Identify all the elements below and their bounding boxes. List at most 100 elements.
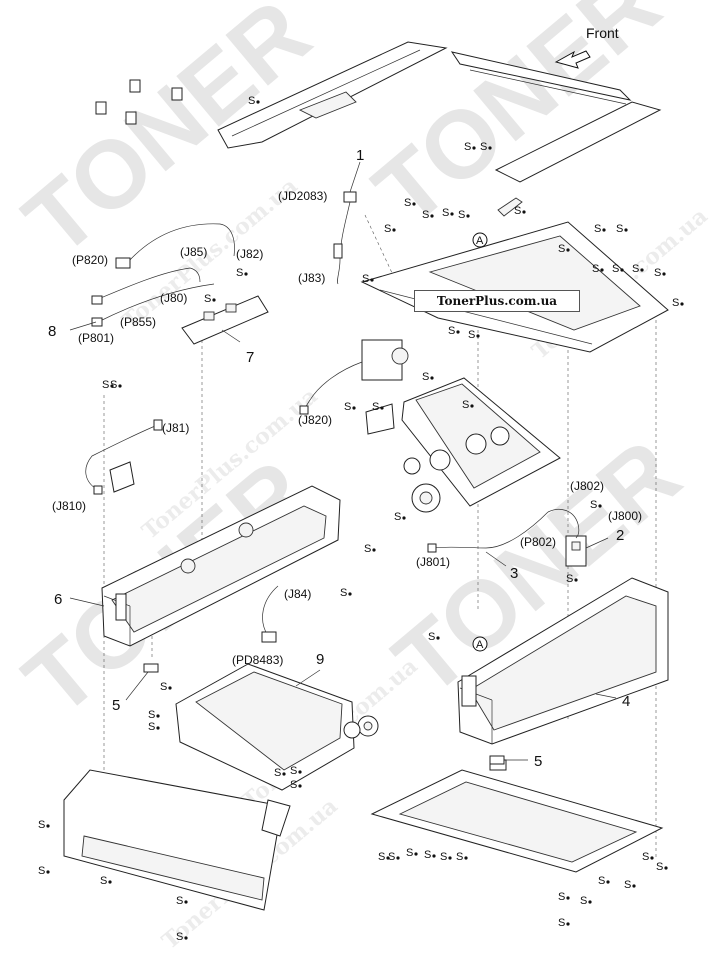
screw-icon bbox=[464, 856, 468, 860]
part-number-1: 1 bbox=[356, 147, 364, 164]
screw-icon bbox=[168, 686, 172, 690]
screw-label: S bbox=[594, 223, 601, 235]
part-number-8: 8 bbox=[48, 323, 56, 340]
top-cover-front-rail bbox=[450, 51, 662, 217]
screw-icon bbox=[298, 784, 302, 788]
screw-icon bbox=[448, 856, 452, 860]
assembly-9 bbox=[175, 663, 379, 791]
screw-label: S bbox=[248, 95, 255, 107]
screw-icon bbox=[386, 856, 390, 860]
screw-icon bbox=[430, 376, 434, 380]
screw-label: S bbox=[624, 879, 631, 891]
site-banner: TonerPlus.com.ua bbox=[414, 290, 580, 312]
screw-icon bbox=[370, 278, 374, 282]
screw-icon bbox=[256, 100, 260, 104]
motor-gear-assembly bbox=[299, 339, 561, 513]
screw-label: S bbox=[558, 917, 565, 929]
connector-j800: (J800) bbox=[608, 509, 642, 523]
connector-j802: (J802) bbox=[570, 479, 604, 493]
screw-label: S bbox=[580, 895, 587, 907]
screw-icon bbox=[392, 228, 396, 232]
connector-p801: (P801) bbox=[78, 331, 114, 345]
screw-label: S bbox=[388, 851, 395, 863]
screw-icon bbox=[396, 856, 400, 860]
frame-4 bbox=[457, 577, 669, 745]
screw-icon bbox=[476, 334, 480, 338]
connector-p802: (P802) bbox=[520, 535, 556, 549]
screw-icon bbox=[184, 936, 188, 940]
screw-icon bbox=[348, 592, 352, 596]
screw-label: S bbox=[566, 573, 573, 585]
screw-icon bbox=[588, 900, 592, 904]
screw-icon bbox=[606, 880, 610, 884]
screw-icon bbox=[566, 248, 570, 252]
pads-5 bbox=[143, 663, 505, 765]
screw-label: S bbox=[480, 141, 487, 153]
screw-label: S bbox=[148, 721, 155, 733]
screw-label: S bbox=[404, 197, 411, 209]
leader-lines bbox=[69, 161, 617, 761]
screw-label: S bbox=[378, 851, 385, 863]
screw-icon bbox=[46, 824, 50, 828]
screw-label: S bbox=[160, 681, 167, 693]
connector-j82: (J82) bbox=[236, 247, 263, 261]
screw-icon bbox=[488, 146, 492, 150]
connector-j80: (J80) bbox=[160, 291, 187, 305]
screw-label: S bbox=[290, 765, 297, 777]
screw-label: S bbox=[236, 267, 243, 279]
connector-j84: (J84) bbox=[284, 587, 311, 601]
connector-pd8483: (PD8483) bbox=[232, 653, 283, 667]
part-number-3: 3 bbox=[510, 565, 518, 582]
harness-8 bbox=[91, 223, 235, 327]
sensor-2 bbox=[427, 509, 587, 567]
screw-label: S bbox=[100, 875, 107, 887]
screw-icon bbox=[402, 516, 406, 520]
screw-label: S bbox=[102, 379, 109, 391]
screw-icon bbox=[466, 214, 470, 218]
screw-icon bbox=[372, 548, 376, 552]
screw-icon bbox=[650, 856, 654, 860]
screw-label: S bbox=[440, 851, 447, 863]
screw-icon bbox=[566, 922, 570, 926]
part-number-6: 6 bbox=[54, 591, 62, 608]
screw-label: S bbox=[468, 329, 475, 341]
screw-icon bbox=[432, 854, 436, 858]
screw-label: S bbox=[598, 875, 605, 887]
screw-label: S bbox=[654, 267, 661, 279]
top-cover-left-rail bbox=[217, 41, 448, 149]
screw-icon bbox=[212, 298, 216, 302]
screw-icon bbox=[470, 404, 474, 408]
screw-label: S bbox=[364, 543, 371, 555]
screw-label: S bbox=[442, 207, 449, 219]
screw-icon bbox=[244, 272, 248, 276]
screw-label: S bbox=[612, 263, 619, 275]
screw-label: S bbox=[422, 371, 429, 383]
screw-label: S bbox=[290, 779, 297, 791]
connector-j810: (J810) bbox=[52, 499, 86, 513]
screw-label: S bbox=[362, 273, 369, 285]
screw-label: S bbox=[424, 849, 431, 861]
connector-jd2083: (JD2083) bbox=[278, 189, 327, 203]
harness-j810 bbox=[85, 419, 163, 495]
part-number-2: 2 bbox=[616, 527, 624, 544]
connector-p820: (P820) bbox=[72, 253, 108, 267]
screw-icon bbox=[46, 870, 50, 874]
screw-icon bbox=[680, 302, 684, 306]
board-7 bbox=[181, 295, 269, 345]
part-number-5-right: 5 bbox=[534, 753, 542, 770]
front-arrow-icon bbox=[554, 50, 591, 69]
bottom-left-panel bbox=[63, 769, 291, 911]
screw-label: S bbox=[590, 499, 597, 511]
screw-icon bbox=[664, 866, 668, 870]
screw-icon bbox=[450, 212, 454, 216]
screw-label: S bbox=[406, 847, 413, 859]
screw-icon bbox=[108, 880, 112, 884]
screw-label: S bbox=[656, 861, 663, 873]
screw-label: S bbox=[344, 401, 351, 413]
screw-icon bbox=[156, 714, 160, 718]
part-number-labels: 1 2 3 4 5 5 6 7 8 9 bbox=[48, 147, 630, 770]
part-number-5-left: 5 bbox=[112, 697, 120, 714]
